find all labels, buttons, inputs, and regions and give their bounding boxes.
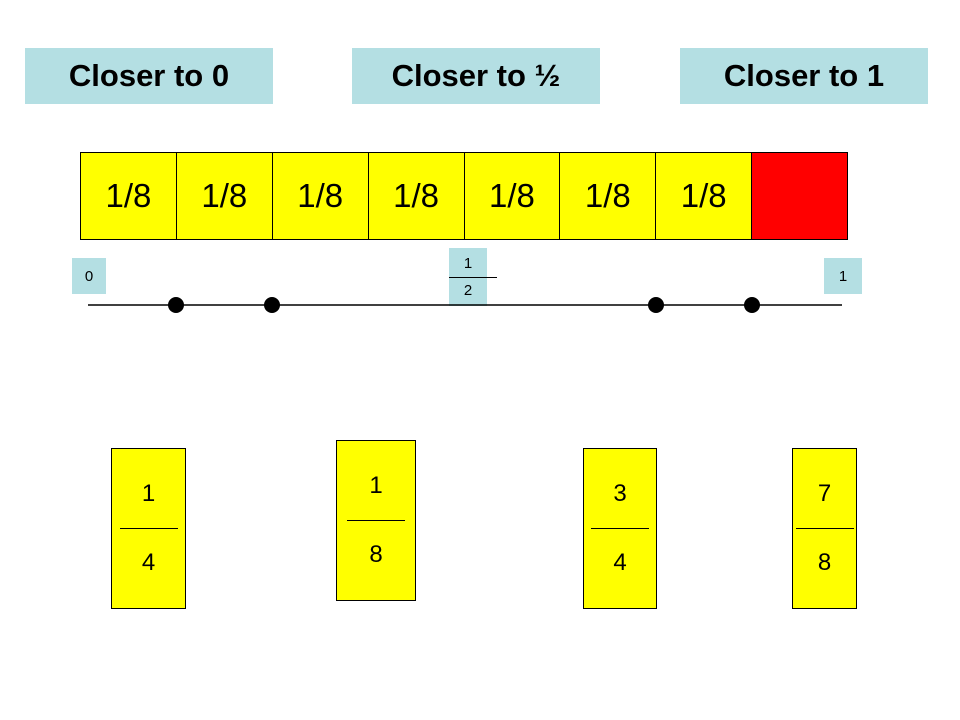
card-numerator: 7 — [817, 480, 832, 507]
fraction-bar — [119, 528, 178, 529]
fraction-card-7-8: 7 8 — [792, 448, 857, 609]
fraction-strip: 1/8 1/8 1/8 1/8 1/8 1/8 1/8 — [80, 152, 848, 240]
card-numerator: 1 — [369, 472, 383, 499]
half-numerator: 1 — [463, 254, 473, 272]
strip-cell: 1/8 — [464, 153, 561, 239]
fraction-bar — [449, 276, 497, 278]
card-numerator: 1 — [141, 480, 156, 507]
number-line-point — [744, 297, 760, 313]
strip-cell: 1/8 — [272, 153, 369, 239]
number-line-point — [168, 297, 184, 313]
strip-cell: 1/8 — [560, 153, 657, 239]
number-line-label-0: 0 — [72, 258, 106, 294]
strip-cell: 1/8 — [656, 153, 753, 239]
number-line-label-half: 1 2 — [449, 248, 497, 306]
header-closer-to-1: Closer to 1 — [680, 48, 928, 104]
header-closer-to-0: Closer to 0 — [25, 48, 273, 104]
number-line-label-1: 1 — [824, 258, 862, 294]
fraction-bar — [795, 528, 854, 529]
number-line-point — [264, 297, 280, 313]
card-denominator: 8 — [817, 549, 832, 576]
strip-cell-shaded — [752, 153, 847, 239]
fraction-card-1-4: 1 4 — [111, 448, 186, 609]
header-closer-to-half: Closer to ½ — [352, 48, 600, 104]
number-line-point — [648, 297, 664, 313]
fraction-bar — [347, 520, 405, 521]
strip-cell: 1/8 — [176, 153, 273, 239]
card-numerator: 3 — [613, 480, 627, 507]
card-denominator: 4 — [613, 549, 627, 576]
strip-cell: 1/8 — [81, 153, 177, 239]
fraction-card-1-8: 1 8 — [336, 440, 416, 601]
half-denominator: 2 — [463, 281, 473, 299]
strip-cell: 1/8 — [368, 153, 465, 239]
card-denominator: 8 — [369, 541, 383, 568]
fraction-bar — [591, 528, 649, 529]
card-denominator: 4 — [141, 549, 156, 576]
fraction-card-3-4: 3 4 — [583, 448, 657, 609]
